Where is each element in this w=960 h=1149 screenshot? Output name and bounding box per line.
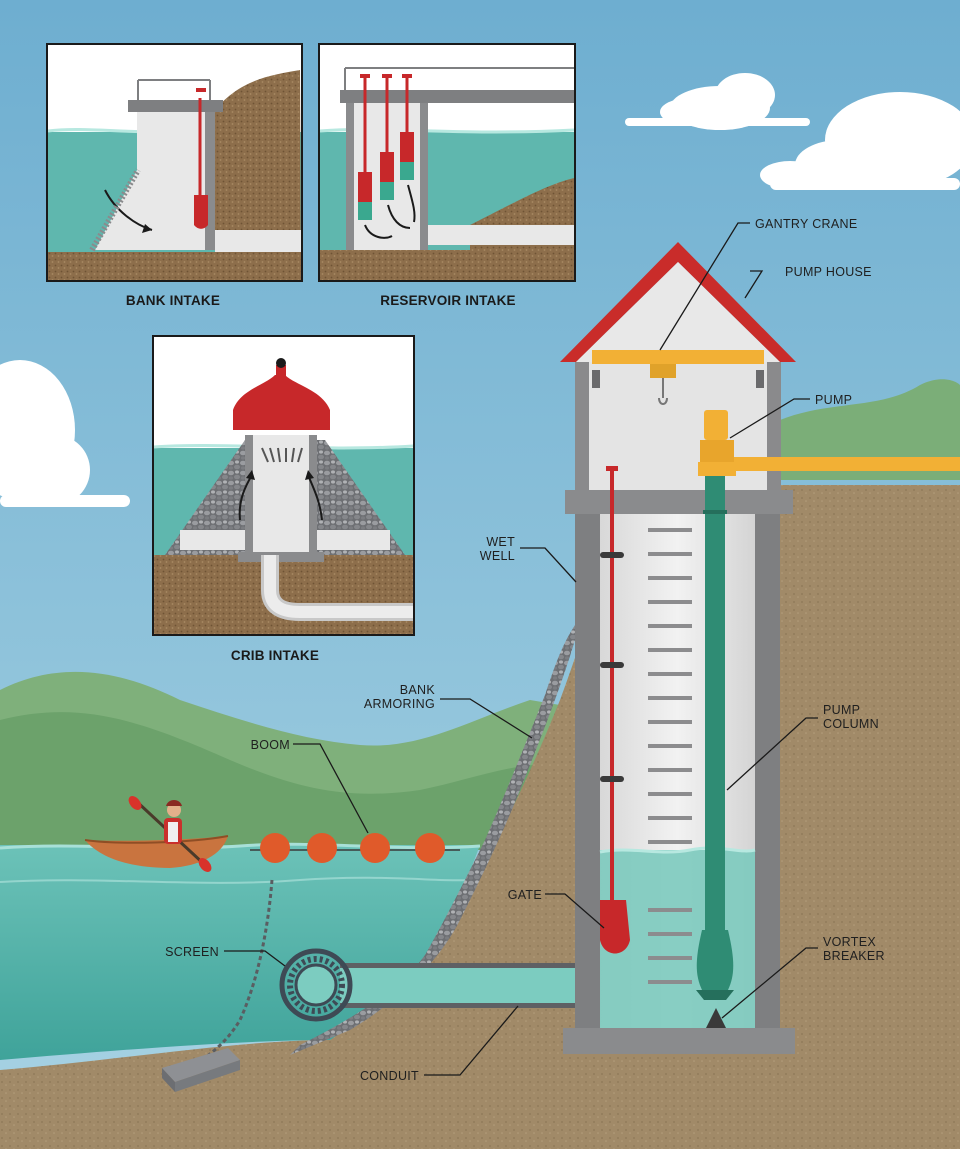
label-pump-column-2: COLUMN [823, 717, 879, 731]
label-gate: GATE [508, 888, 542, 902]
gantry-crane [592, 350, 764, 405]
label-gantry-crane: GANTRY CRANE [755, 217, 857, 231]
label-vortex-breaker-1: VORTEX [823, 935, 876, 949]
boom [250, 833, 460, 863]
conduit [340, 963, 605, 1008]
paddler-icon [128, 796, 212, 872]
label-pump-house: PUMP HOUSE [785, 265, 872, 279]
wet-well [563, 514, 795, 1054]
label-wet-well-2: WELL [480, 549, 515, 563]
inset-bank-intake [46, 43, 303, 282]
label-pump-column-1: PUMP [823, 703, 860, 717]
inset-reservoir-intake [318, 43, 576, 282]
anchor-weight-icon [162, 1048, 240, 1092]
screen [279, 948, 353, 1022]
cloud-icon [0, 360, 130, 507]
hill-left-front [0, 712, 560, 850]
label-conduit: CONDUIT [360, 1069, 419, 1083]
label-wet-well-1: WET [486, 535, 515, 549]
caption-bank-intake: BANK INTAKE [126, 293, 220, 308]
inset-crib-intake [152, 335, 415, 636]
pump [698, 410, 960, 476]
label-boom: BOOM [251, 738, 290, 752]
label-screen: SCREEN [165, 945, 219, 959]
label-bank-armoring-2: ARMORING [364, 697, 435, 711]
label-vortex-breaker-2: BREAKER [823, 949, 885, 963]
vortex-breaker [706, 1008, 726, 1028]
caption-crib-intake: CRIB INTAKE [231, 648, 319, 663]
label-bank-armoring-1: BANK [400, 683, 436, 697]
pump-column [696, 476, 734, 1000]
kayak-icon [84, 835, 229, 868]
cloud-icon [625, 73, 810, 130]
pump-house [560, 242, 796, 495]
caption-reservoir-intake: RESERVOIR INTAKE [380, 293, 515, 308]
gate [600, 466, 630, 954]
anchor-chain [204, 879, 274, 1060]
hill-right [780, 379, 960, 480]
cloud-icon [760, 92, 960, 190]
floor-slab [565, 490, 793, 514]
label-pump: PUMP [815, 393, 852, 407]
